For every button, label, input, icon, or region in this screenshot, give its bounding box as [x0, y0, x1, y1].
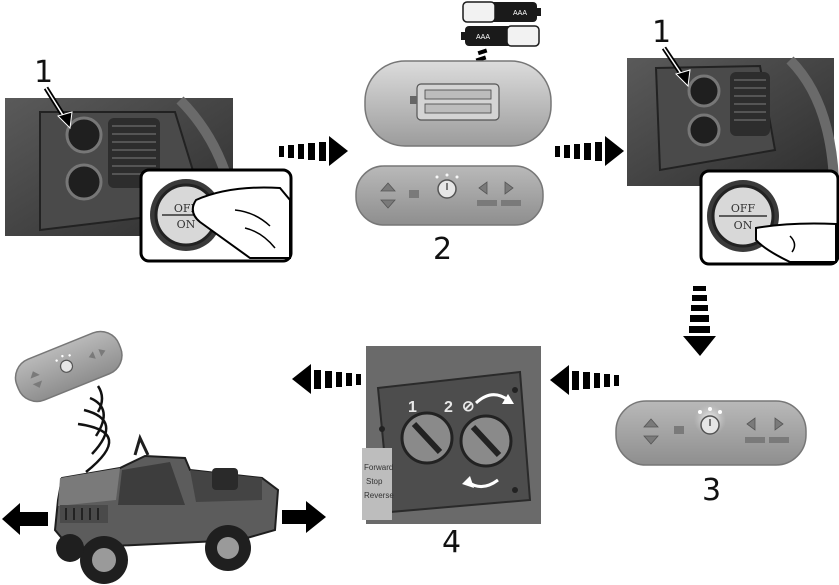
step-label-1-right: 1	[652, 15, 671, 50]
pointer-arrow-left	[43, 86, 73, 130]
dial-panel-photo	[362, 346, 541, 524]
switch-on-text-right: ON	[734, 219, 753, 232]
dial-position-2: 2	[444, 399, 453, 416]
remote-back-battery-compartment	[364, 60, 552, 147]
dotted-arrow-down	[683, 286, 716, 356]
switch-panel-photo-right	[627, 56, 839, 186]
panel-label-reverse: Reverse	[364, 491, 394, 500]
battery-bottom: AAA	[461, 25, 540, 47]
remote-tilted	[14, 330, 123, 403]
step-label-4: 4	[442, 525, 461, 560]
panel-label-stop: Stop	[366, 477, 383, 486]
ride-on-truck	[53, 433, 280, 584]
remote-front-panel-2	[355, 165, 544, 226]
remote-front-panel-3	[615, 400, 807, 466]
dotted-arrow-left-2	[292, 364, 361, 394]
move-left-arrow-icon	[2, 503, 48, 535]
pointer-arrow-right	[661, 46, 691, 88]
switch-inset-left: OFF ON	[139, 168, 293, 263]
battery-label-bottom: AAA	[476, 34, 490, 41]
switch-on-text-left: ON	[177, 218, 196, 231]
dotted-arrow-left-1	[550, 365, 619, 395]
move-right-arrow-icon	[282, 501, 326, 533]
step-label-1-left: 1	[34, 55, 53, 90]
switch-inset-right: OFF ON	[699, 169, 839, 266]
dotted-arrow-right-2	[555, 136, 624, 166]
switch-off-text-right: OFF	[731, 202, 756, 215]
dotted-arrow-right-1	[279, 136, 348, 166]
step-label-2: 2	[433, 232, 452, 267]
battery-label-top: AAA	[513, 10, 527, 17]
dial-position-0: ⊘	[462, 398, 475, 415]
dial-position-1: 1	[408, 399, 417, 416]
step-label-3: 3	[702, 473, 721, 508]
battery-top: AAA	[462, 1, 541, 23]
panel-label-forward: Forward	[364, 463, 393, 472]
signal-waves-icon	[77, 385, 111, 473]
